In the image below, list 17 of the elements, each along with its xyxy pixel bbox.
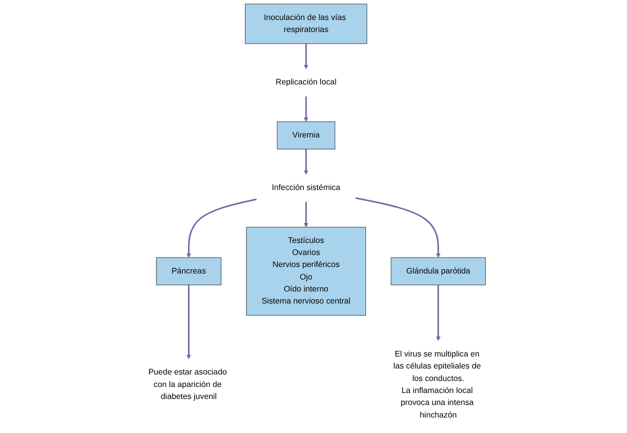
arrow (186, 284, 191, 360)
node-text: Infección sistémica (272, 184, 340, 192)
node-box: Glándula parótida (390, 257, 486, 286)
node-box: Viremia (276, 121, 336, 150)
node-box: Páncreas (156, 257, 222, 286)
node-text: Puede estar asociado con la aparición de diabetes juvenil (148, 368, 227, 402)
node-text: Replicación local (276, 78, 336, 87)
node-box: Testículos Ovarios Nervios periféricos Ojo Oído interno Sistema nervioso central (246, 226, 366, 316)
arrow (186, 198, 257, 258)
arrow (355, 197, 440, 258)
arrow (304, 44, 308, 70)
node-box: Inoculación de las vías respiratorias (244, 4, 368, 44)
arrow (304, 96, 308, 122)
arrow (304, 149, 308, 175)
node-text: El virus se multiplica en las células epiteliales de los conductos. La inflamación local provoca una intensa hinchazón (393, 350, 481, 420)
arrow (304, 202, 308, 228)
arrow (436, 284, 440, 341)
